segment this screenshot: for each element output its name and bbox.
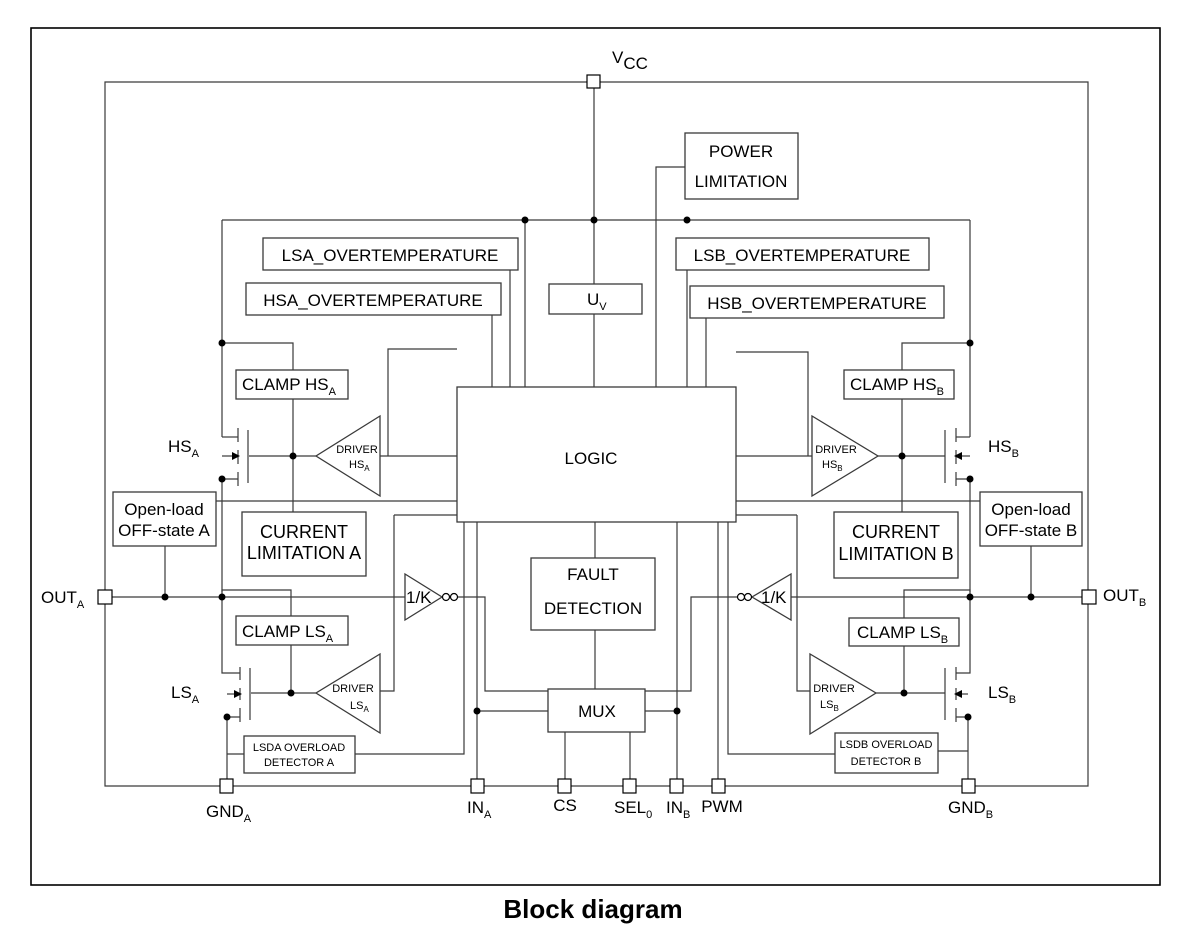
- ls-a-transistor-label: LSA: [171, 683, 200, 706]
- lsda-overload-line2: DETECTOR A: [264, 757, 335, 769]
- uv-block: UV: [548, 283, 643, 315]
- driver-ls-a: DRIVER LSA: [314, 652, 381, 735]
- driver-ls-a-word: DRIVER: [332, 683, 374, 695]
- power-limitation-block: POWER LIMITATION: [684, 132, 799, 200]
- pin-gnd-b: GNDB: [948, 778, 993, 821]
- logic-block: LOGIC: [456, 386, 737, 523]
- diagram-caption: Block diagram: [503, 894, 682, 924]
- pin-vcc: VCC: [586, 48, 648, 89]
- diagram-frame: [30, 27, 1161, 886]
- hs-b-arrow-icon: [954, 452, 962, 460]
- uv-label: UV: [587, 290, 607, 313]
- driver-hs-b-label: HSB: [822, 459, 843, 473]
- pin-in-b: INB: [666, 778, 690, 821]
- current-limitation-b-line1: CURRENT: [852, 522, 940, 542]
- driver-ls-b-label: LSB: [820, 699, 839, 713]
- pin-out-a: OUTA: [41, 588, 113, 611]
- openload-b-block: Open-load OFF-state B: [979, 491, 1083, 547]
- clamp-ls-b-block: CLAMP LSB: [848, 617, 960, 647]
- current-limitation-b-line2: LIMITATION B: [838, 544, 953, 564]
- junction-dots: [161, 216, 1035, 721]
- lsa-overtemperature-label: LSA_OVERTEMPERATURE: [282, 246, 499, 265]
- hsb-overtemperature-block: HSB_OVERTEMPERATURE: [689, 285, 945, 319]
- lsb-overtemperature-block: LSB_OVERTEMPERATURE: [675, 237, 930, 271]
- ls-b-transistor-label: LSB: [988, 683, 1016, 706]
- inverter-a: 1/K: [404, 572, 459, 622]
- current-limitation-a-block: CURRENT LIMITATION A: [241, 511, 367, 577]
- pin-pwm-label: PWM: [701, 797, 743, 816]
- ls-a-arrow-icon: [234, 690, 242, 698]
- openload-a-line2: OFF-state A: [118, 521, 210, 540]
- lsa-overtemperature-block: LSA_OVERTEMPERATURE: [262, 237, 519, 271]
- inverter-b: 1/K: [736, 572, 792, 622]
- openload-a-line1: Open-load: [124, 500, 203, 519]
- hsa-overtemperature-label: HSA_OVERTEMPERATURE: [263, 291, 482, 310]
- clamp-ls-a-block: CLAMP LSA: [235, 615, 349, 646]
- logic-label: LOGIC: [565, 449, 618, 468]
- fault-detection-line2: DETECTION: [544, 599, 642, 618]
- power-limitation-line1: POWER: [709, 142, 773, 161]
- clamp-ls-b-label: CLAMP LSB: [857, 623, 948, 646]
- power-limitation-line2: LIMITATION: [695, 172, 788, 191]
- clamp-hs-a-label: CLAMP HSA: [242, 375, 337, 398]
- driver-ls-b-word: DRIVER: [813, 683, 855, 695]
- lsdb-overload-block: LSDB OVERLOAD DETECTOR B: [834, 732, 939, 774]
- pin-out-b-label: OUTB: [1103, 586, 1146, 609]
- pin-in-a: INA: [467, 778, 492, 821]
- pin-out-b: OUTB: [1081, 586, 1146, 609]
- clamp-hs-b-block: CLAMP HSB: [843, 369, 955, 400]
- lsda-overload-line1: LSDA OVERLOAD: [253, 742, 345, 754]
- clamp-hs-a-block: CLAMP HSA: [235, 369, 349, 400]
- lsdb-overload-line1: LSDB OVERLOAD: [840, 739, 933, 751]
- driver-ls-a-label: LSA: [350, 700, 369, 714]
- driver-hs-a: DRIVER HSA: [314, 414, 381, 498]
- driver-hs-b: DRIVER HSB: [811, 414, 880, 498]
- hsa-overtemperature-block: HSA_OVERTEMPERATURE: [245, 282, 502, 316]
- hs-a-transistor-label: HSA: [168, 437, 200, 460]
- openload-b-line2: OFF-state B: [985, 521, 1078, 540]
- driver-hs-a-label: HSA: [349, 459, 370, 473]
- openload-a-block: Open-load OFF-state A: [112, 491, 217, 547]
- current-limitation-b-block: CURRENT LIMITATION B: [833, 511, 959, 579]
- inverter-b-label: 1/K: [761, 588, 787, 607]
- lsdb-overload-line2: DETECTOR B: [851, 756, 922, 768]
- driver-hs-a-word: DRIVER: [336, 444, 378, 456]
- hs-b-transistor-label: HSB: [988, 437, 1019, 460]
- pin-gnd-a: GNDA: [206, 778, 252, 825]
- pin-gnd-a-label: GNDA: [206, 802, 252, 825]
- hs-a-arrow-icon: [232, 452, 240, 460]
- inverter-a-label: 1/K: [406, 588, 432, 607]
- pin-sel0-label: SEL0: [614, 798, 652, 821]
- mux-block: MUX: [547, 688, 646, 733]
- fault-detection-line1: FAULT: [567, 565, 619, 584]
- clamp-ls-a-label: CLAMP LSA: [242, 622, 334, 645]
- pin-pwm: PWM: [701, 778, 743, 816]
- hsb-overtemperature-label: HSB_OVERTEMPERATURE: [707, 294, 926, 313]
- pin-vcc-label: VCC: [612, 48, 648, 73]
- wiring: [104, 81, 1089, 787]
- pin-out-a-label: OUTA: [41, 588, 85, 611]
- current-limitation-a-line2: LIMITATION A: [247, 543, 361, 563]
- pin-cs: CS: [553, 778, 577, 815]
- pin-sel0: SEL0: [614, 778, 652, 821]
- driver-ls-b: DRIVER LSB: [809, 652, 878, 736]
- mux-label: MUX: [578, 702, 616, 721]
- ls-b-arrow-icon: [954, 690, 962, 698]
- openload-b-line1: Open-load: [991, 500, 1070, 519]
- pin-in-b-label: INB: [666, 798, 690, 821]
- clamp-hs-b-label: CLAMP HSB: [850, 375, 944, 398]
- fault-detection-block: FAULT DETECTION: [530, 557, 656, 631]
- driver-hs-b-word: DRIVER: [815, 444, 857, 456]
- lsda-overload-block: LSDA OVERLOAD DETECTOR A: [243, 735, 356, 774]
- pin-cs-label: CS: [553, 796, 577, 815]
- lsb-overtemperature-label: LSB_OVERTEMPERATURE: [694, 246, 911, 265]
- pin-gnd-b-label: GNDB: [948, 798, 993, 821]
- pin-in-a-label: INA: [467, 798, 492, 821]
- current-limitation-a-line1: CURRENT: [260, 522, 348, 542]
